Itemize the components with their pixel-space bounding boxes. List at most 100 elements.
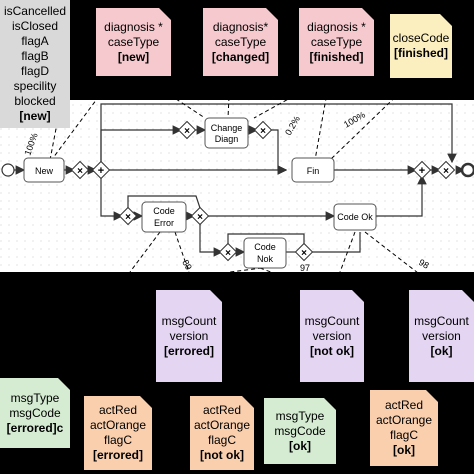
svg-text:×: × <box>197 212 203 223</box>
note-tag: [finished] <box>309 49 364 64</box>
gateway-xor-2: × <box>177 120 197 140</box>
svg-text:×: × <box>260 126 266 137</box>
note-line: flagB <box>21 49 49 63</box>
task-new-label: New <box>35 166 54 176</box>
note-line: specility <box>13 79 57 93</box>
svg-text:+: + <box>419 165 425 177</box>
svg-text:×: × <box>125 212 131 223</box>
task-code-nok: Code Nok <box>243 237 287 269</box>
note-line: isClosed <box>11 19 59 33</box>
task-fin-label: Fin <box>307 166 320 176</box>
gateway-xor-5: × <box>118 206 138 226</box>
gateway-xor-1: × <box>70 160 90 180</box>
note-tag: [finished] <box>394 46 448 60</box>
note-line: closeCode <box>392 31 450 45</box>
note-line: version <box>312 328 352 343</box>
note-tag: [changed] <box>211 49 270 64</box>
note-act-notok: actRed actOrange flagC [not ok] <box>190 396 254 470</box>
note-line: msgCode <box>274 423 326 438</box>
task-code-error-line2: Error <box>154 218 174 228</box>
note-line: msgCount <box>161 313 217 328</box>
gateway-xor-3: × <box>253 120 273 140</box>
note-msg-errored: msgCount version [errored] <box>156 290 222 382</box>
gateway-xor-4: × <box>436 160 456 180</box>
task-change-diagn-line2: Diagn <box>215 134 239 144</box>
gateway-xor-7: × <box>218 242 238 262</box>
note-line: caseType <box>214 34 267 49</box>
note-close-code: closeCode [finished] <box>390 14 452 78</box>
task-fin: Fin <box>291 157 335 183</box>
note-line: msgCode <box>9 405 61 420</box>
note-line: diagnosis * <box>104 19 163 34</box>
note-line: blocked <box>14 94 56 108</box>
task-change-diagn-line1: Change <box>211 123 243 133</box>
edge-label-98: 98 <box>417 257 431 271</box>
gateway-xor-8: × <box>294 242 314 262</box>
note-diag-changed: diagnosis* caseType [changed] <box>203 8 278 76</box>
note-line: actRed <box>384 398 424 412</box>
note-tag: [new] <box>117 49 150 64</box>
note-line: actRed <box>202 403 242 417</box>
note-line: isCancelled <box>3 4 67 18</box>
note-line: msgCount <box>414 313 469 328</box>
note-tag: [errored] <box>92 448 143 462</box>
note-state-list: isCancelled isClosed flagA flagB flagD s… <box>0 0 70 128</box>
note-line: version <box>169 328 209 343</box>
svg-text:×: × <box>77 166 83 177</box>
note-type-errored: msgType msgCode [errored]c <box>0 378 70 448</box>
svg-text:×: × <box>443 166 449 177</box>
note-line: msgType <box>275 408 325 423</box>
note-line: actOrange <box>89 418 147 432</box>
note-line: version <box>422 328 461 343</box>
note-line: msgType <box>10 390 60 405</box>
svg-text:×: × <box>225 248 231 259</box>
note-line: flagC <box>207 433 236 447</box>
gateway-xor-6: × <box>190 206 210 226</box>
svg-text:×: × <box>184 126 190 137</box>
task-code-nok-line1: Code <box>254 242 276 252</box>
svg-text:+: + <box>98 165 104 177</box>
note-tag: [ok] <box>393 443 415 457</box>
note-type-ok: msgType msgCode [ok] <box>264 398 336 464</box>
task-change-diagn: Change Diagn <box>204 117 249 149</box>
note-act-ok: actRed actOrange flagC [ok] <box>370 390 438 466</box>
note-line: diagnosis * <box>307 19 366 34</box>
note-tag: [ok] <box>430 343 453 358</box>
task-code-nok-line2: Nok <box>257 254 274 264</box>
svg-text:×: × <box>301 248 307 259</box>
note-line: diagnosis* <box>212 19 269 34</box>
end-event <box>460 162 474 178</box>
task-new: New <box>23 157 65 183</box>
note-line: caseType <box>107 34 160 49</box>
note-line: msgCount <box>304 313 360 328</box>
task-code-error: Code Error <box>141 201 187 233</box>
task-code-ok: Code Ok <box>333 203 377 231</box>
edge-label-89: 89 <box>180 258 194 272</box>
note-line: caseType <box>310 34 363 49</box>
note-line: flagA <box>21 34 49 48</box>
note-tag: [new] <box>19 109 51 123</box>
note-line: actRed <box>98 403 138 417</box>
task-code-ok-label: Code Ok <box>337 212 373 222</box>
note-tag: [not ok] <box>310 343 354 358</box>
note-diag-new: diagnosis * caseType [new] <box>96 8 171 76</box>
gateway-and-2: + <box>412 160 432 180</box>
note-msg-ok: msgCount version [ok] <box>409 290 474 382</box>
note-tag: [not ok] <box>200 448 244 462</box>
note-line: actOrange <box>193 418 251 432</box>
gateway-and-1: + <box>91 160 111 180</box>
note-line: flagC <box>389 428 418 442</box>
note-msg-notok: msgCount version [not ok] <box>300 290 364 382</box>
edge-label-97: 97 <box>300 263 310 273</box>
note-tag: [ok] <box>289 438 311 453</box>
note-line: flagD <box>20 64 49 78</box>
task-code-error-line1: Code <box>153 206 175 216</box>
note-act-errored: actRed actOrange flagC [errored] <box>84 396 152 470</box>
note-tag: [errored]c <box>6 420 64 435</box>
note-diag-finished: diagnosis * caseType [finished] <box>299 8 374 76</box>
note-line: actOrange <box>375 413 433 427</box>
note-tag: [errored] <box>163 343 214 358</box>
note-line: flagC <box>103 433 132 447</box>
start-event <box>1 163 15 177</box>
